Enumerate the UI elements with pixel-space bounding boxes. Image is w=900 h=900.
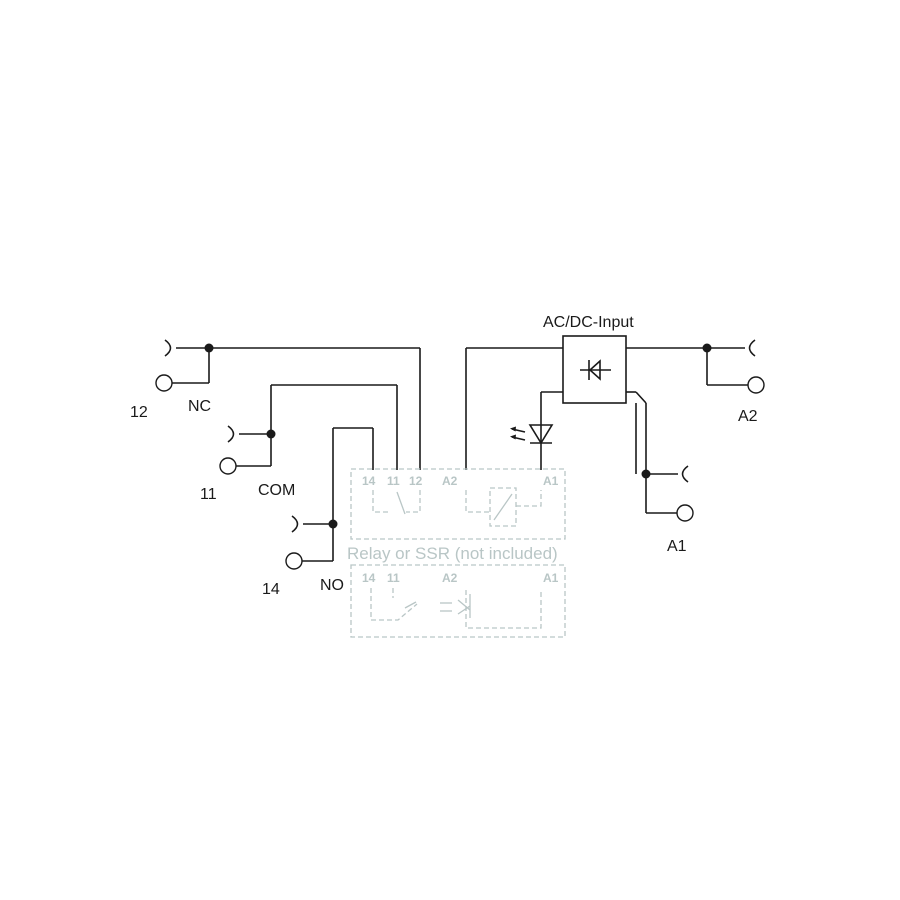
relay-outline [350,468,566,540]
relay-pin-14: 14 [362,474,376,488]
ssr-input-icon [465,590,542,629]
relay-ssr-socket: 14 11 12 A2 A1 Relay or SSR (not include… [347,468,566,638]
a2-junction-dot [702,343,712,353]
ssr-pin-14: 14 [362,571,376,585]
no-junction-dot [328,519,338,529]
nc-socket-terminal [164,339,172,357]
a2-socket-terminal [748,339,756,357]
relay-pin-a2: A2 [442,474,458,488]
diode-icon [580,359,611,381]
com-circuit: 11 COM [200,384,398,503]
no-name-label: NO [320,577,344,594]
a1-screw-terminal [676,504,694,522]
relay-coil-icon [465,487,542,527]
a2-label: A2 [738,408,758,425]
com-junction-dot [266,429,276,439]
ssr-optocoupler-icon [440,594,471,618]
a1-wire [635,391,647,404]
relay-contact-icon [372,490,421,515]
a1-socket-terminal [681,465,689,483]
no-number-label: 14 [262,581,280,598]
input-circuit: AC/DC-Input A2 [465,314,765,555]
socket-caption: Relay or SSR (not included) [347,544,558,563]
relay-pin-a1: A1 [543,474,559,488]
no-socket-terminal [291,515,299,533]
a1-label: A1 [667,538,687,555]
nc-number-label: 12 [130,404,148,421]
led-icon [510,424,554,445]
ssr-pin-a2: A2 [442,571,458,585]
nc-junction-dot [204,343,214,353]
relay-pin-11: 11 [387,474,400,488]
input-module-title: AC/DC-Input [543,314,634,331]
no-circuit: 14 NO [262,427,374,598]
com-number-label: 11 [200,486,217,503]
ssr-pin-11: 11 [387,571,400,585]
com-socket-terminal [227,425,235,443]
a1-junction-dot [641,469,651,479]
com-screw-terminal [219,457,237,475]
nc-name-label: NC [188,398,211,415]
com-name-label: COM [258,482,295,499]
ssr-outline [350,564,566,638]
nc-circuit: 12 NC [130,339,421,470]
a2-screw-terminal [747,376,765,394]
no-screw-terminal [285,552,303,570]
ssr-switch-icon [370,588,418,621]
relay-pin-12: 12 [409,474,423,488]
rectifier-box [562,335,627,404]
ssr-pin-a1: A1 [543,571,559,585]
nc-screw-terminal [155,374,173,392]
